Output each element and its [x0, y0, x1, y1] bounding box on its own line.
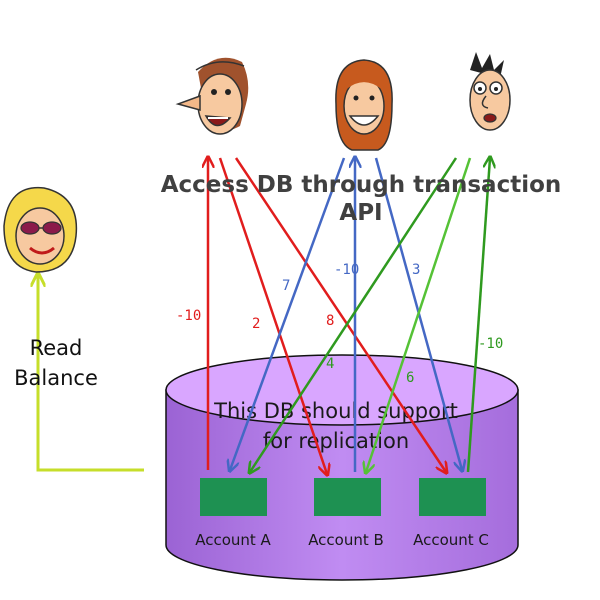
label-green-4: 4	[326, 356, 334, 372]
arrow-red-to-c	[234, 157, 446, 472]
diagram-title-line1: Access DB through transaction	[161, 172, 562, 198]
account-a-label: Account A	[195, 531, 271, 549]
label-green-minus10: -10	[478, 336, 503, 352]
account-a-box	[200, 478, 267, 516]
label-green-6: 6	[406, 370, 414, 386]
diagram-title-line2: API	[339, 200, 382, 226]
db-text-line2: for replication	[263, 429, 409, 453]
person-4-icon	[3, 186, 78, 273]
label-blue-3: 3	[412, 262, 420, 278]
account-c-label: Account C	[413, 531, 489, 549]
label-red-2: 2	[252, 316, 260, 332]
db-text-line1: This DB should support	[213, 399, 458, 423]
arrow-red-to-b	[218, 157, 327, 474]
account-b-label: Account B	[308, 531, 384, 549]
read-balance-line2: Balance	[14, 366, 98, 390]
account-b-box	[314, 478, 381, 516]
arrow-blue-to-a	[230, 157, 346, 470]
account-c-box	[419, 478, 486, 516]
label-red-8: 8	[326, 313, 334, 329]
label-blue-7: 7	[282, 278, 290, 294]
arrow-green-to-b	[366, 157, 472, 472]
arrow-green-up	[466, 158, 490, 473]
read-balance-arrow	[38, 275, 144, 472]
read-balance-line1: Read	[30, 336, 83, 360]
arrow-green-to-a	[250, 157, 458, 472]
label-blue-minus10: -10	[334, 262, 359, 278]
label-red-minus10: -10	[176, 308, 201, 324]
person-2-icon	[335, 59, 393, 151]
person-3-icon	[469, 52, 511, 131]
person-1-icon	[175, 57, 249, 135]
